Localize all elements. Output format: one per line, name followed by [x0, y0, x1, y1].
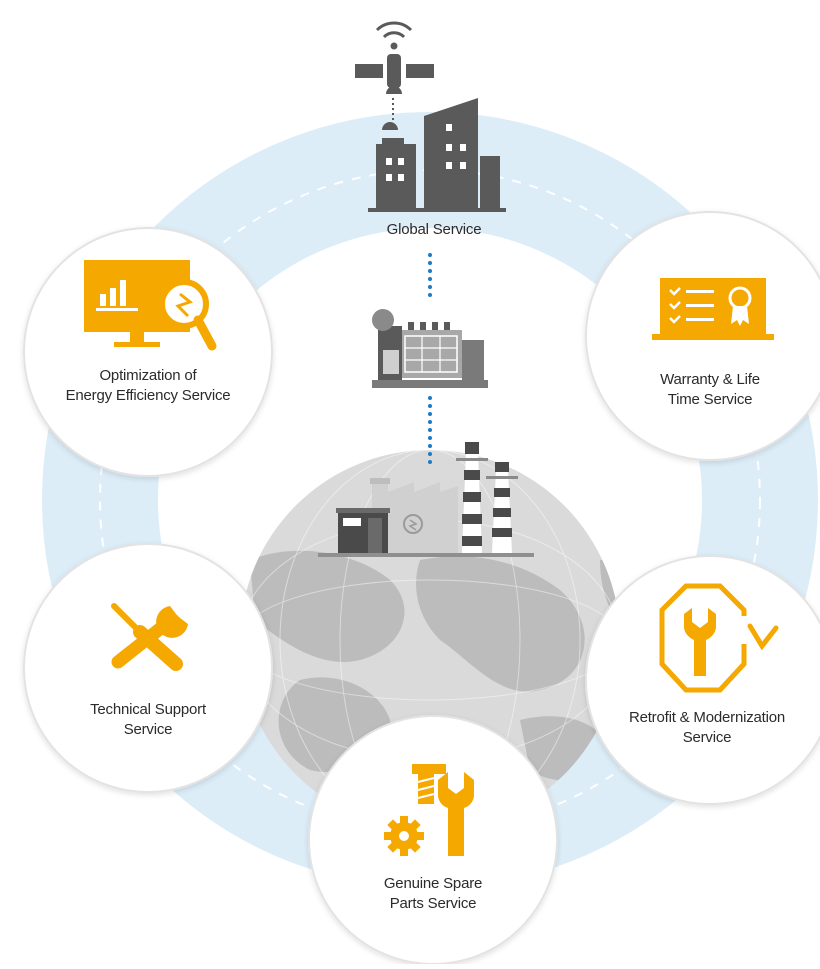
retrofit-service-line-1: Retrofit & Modernization	[628, 709, 786, 726]
spare-parts-icon	[384, 764, 474, 856]
energy-service-line-1: Optimization of	[99, 367, 197, 384]
retrofit-wrench-icon	[659, 583, 779, 693]
warranty-service-line-1: Warranty & Life	[660, 371, 760, 388]
energy-service-label: Optimization of Energy Efficiency Servic…	[18, 366, 278, 406]
energy-service-line-2: Energy Efficiency Service	[65, 387, 231, 404]
generator-engine-icon	[372, 309, 488, 388]
warranty-service-label: Warranty & Life Time Service	[600, 370, 820, 410]
global-service-label: Global Service	[334, 220, 534, 240]
spare-service-label: Genuine Spare Parts Service	[333, 874, 533, 914]
warranty-certificate-icon	[652, 278, 774, 340]
satellite-icon	[355, 21, 434, 128]
buildings-icon	[368, 98, 506, 212]
global-service-text: Global Service	[386, 221, 482, 238]
warranty-service-line-2: Time Service	[667, 391, 753, 408]
spare-service-line-2: Parts Service	[389, 895, 477, 912]
node-spare-circle	[308, 715, 558, 965]
technical-service-label: Technical Support Service	[38, 700, 258, 740]
energy-monitor-icon	[84, 260, 217, 351]
node-retrofit-circle	[585, 555, 820, 805]
technical-service-line-2: Service	[123, 721, 173, 738]
retrofit-service-line-2: Service	[682, 729, 732, 746]
power-plant-icon	[318, 442, 534, 557]
spare-service-line-1: Genuine Spare	[383, 875, 483, 892]
technical-service-line-1: Technical Support	[90, 701, 206, 718]
node-technical-circle	[23, 543, 273, 793]
globe-icon	[240, 450, 620, 830]
retrofit-service-label: Retrofit & Modernization Service	[594, 708, 820, 748]
tools-icon	[111, 603, 188, 671]
